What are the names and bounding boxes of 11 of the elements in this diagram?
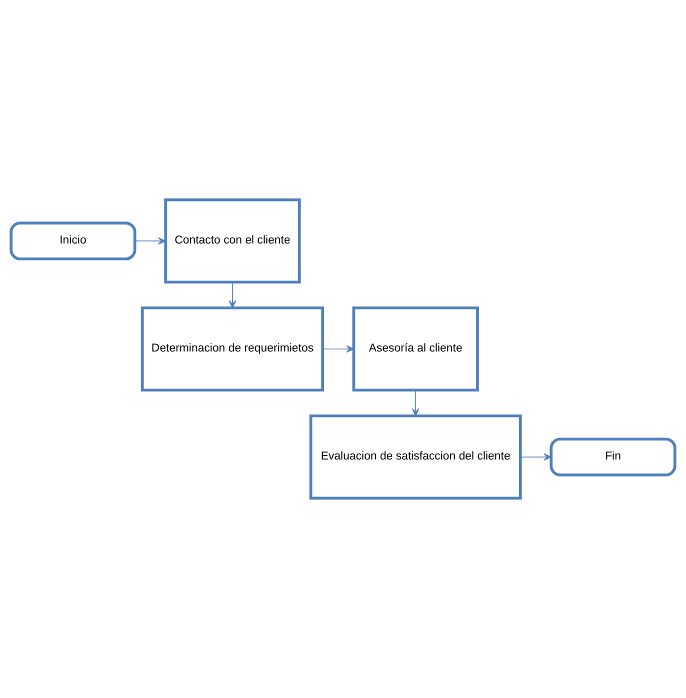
node-box: Contacto con el cliente (164, 198, 301, 284)
node-box: Inicio (10, 222, 136, 260)
arrow (520, 453, 552, 461)
arrow (228, 282, 236, 308)
arrow (134, 237, 166, 245)
node-box: Evaluacion de satisfaccion del cliente (309, 414, 522, 500)
node-box: Fin (550, 438, 676, 476)
node-box: Asesoría al cliente (352, 306, 479, 392)
arrow (412, 390, 420, 416)
arrow (322, 345, 354, 353)
node-box: Determinacion de requerimietos (140, 306, 324, 392)
